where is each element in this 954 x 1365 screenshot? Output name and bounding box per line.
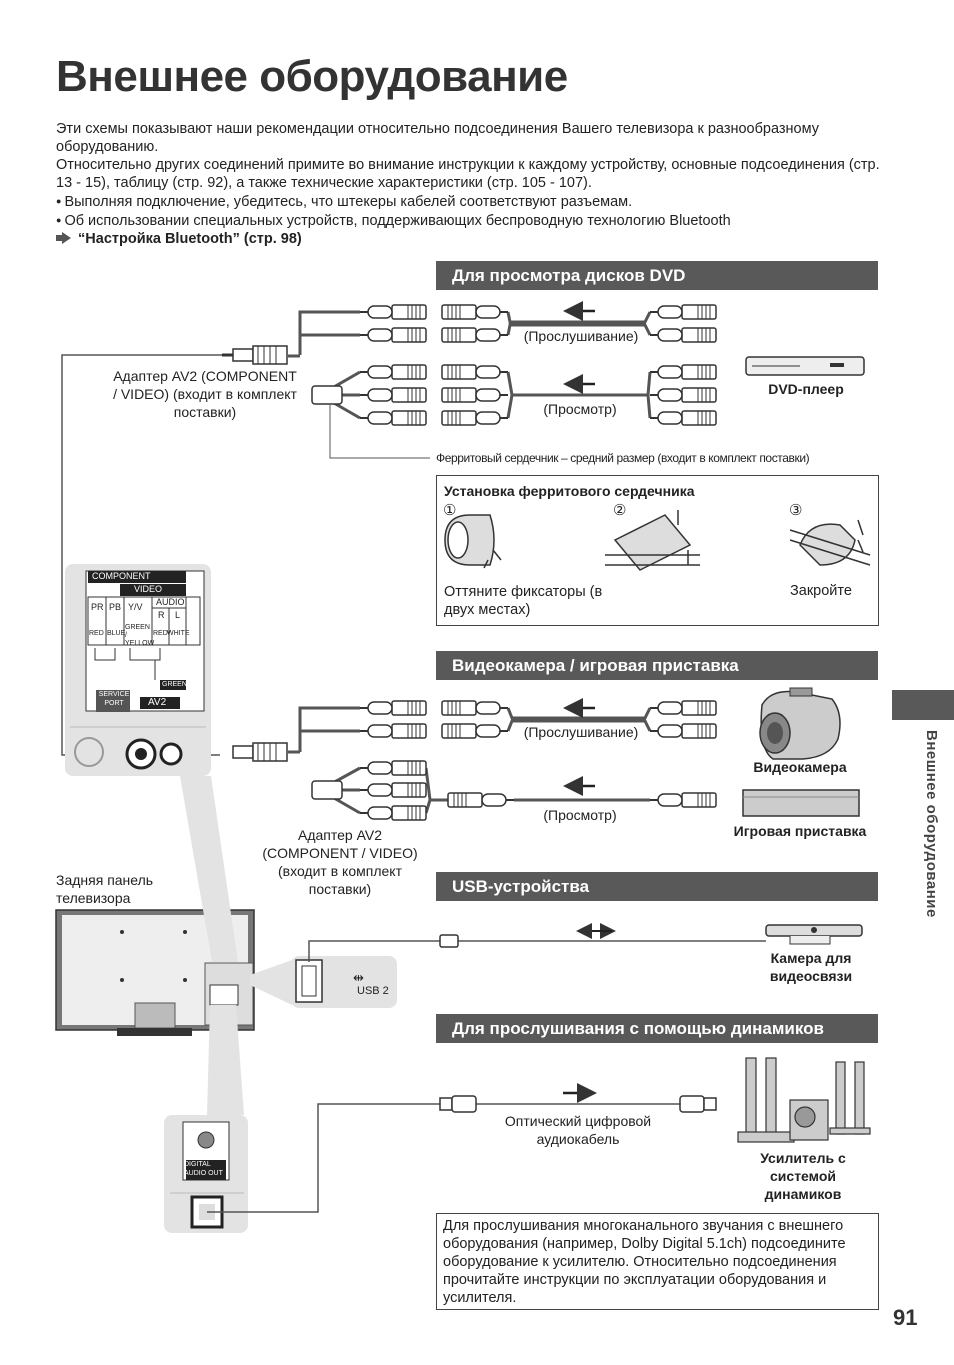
camera-arrows [563,698,595,796]
page-number: 91 [893,1305,918,1330]
optical-plugs [439,1095,717,1113]
panel-blue-label: BLUE [107,630,126,637]
intro-text: Эти схемы показывают наши рекомендации о… [56,120,886,248]
camcorder-label: Видеокамера [753,759,847,775]
dvd-player-label: DVD-плеер [768,381,844,397]
reference-arrow-icon [56,235,62,241]
web-camera-image [765,924,863,945]
ferrite-caption-1: Оттяните фиксаторы (в двух местах) [444,584,603,618]
section-speakers-header: Для прослушивания с помощью динамиков [436,1014,878,1043]
section-usb-header: USB-устройства [436,872,878,901]
digital-audio-out-label: DIGITAL AUDIO OUT [184,1161,223,1177]
dvd-adapter-label: Адаптер AV2 (COMPONENT / VIDEO) (входит … [113,368,297,420]
ferrite-step-2: ② [613,502,627,519]
dvd-listen-label: (Прослушивание) [523,328,639,344]
bluetooth-reference-text: “Настройка Bluetooth” (стр. 98) [78,231,302,247]
digital-audio-panel [164,1115,248,1233]
ferrite-caption-3: Закройте [790,583,852,599]
panel-red2-label: RED [153,630,168,637]
panel-av2-label: AV2 [148,697,167,708]
panel-component-label: COMPONENT [92,571,151,581]
intro-bullet-1-text: Выполняя подключение, убедитесь, что ште… [64,194,633,210]
panel-red-label: RED [89,630,104,637]
dvd-player-image [745,356,865,376]
ferrite-step-3: ③ [789,502,803,519]
panel-yv-label: Y/V [128,602,143,612]
usb2-port-label: USB 2 [357,985,389,997]
intro-bullet-2-text: Об использовании специальных устройств, … [64,213,731,229]
ferrite-install-box: Установка ферритового сердечника ① ② ③ О… [436,475,879,626]
panel-l-label: L [175,610,181,620]
panel-green-yellow-label: GREEN / YELLOW [125,624,155,647]
camera-view-label: (Просмотр) [543,807,617,823]
camcorder-image [759,687,841,760]
reference-arrowhead-icon [62,232,71,244]
usb-panel [291,956,397,1008]
panel-white-label: WHITE [167,630,190,637]
camera-adapter-label: Адаптер AV2 (COMPONENT / VIDEO) (входит … [262,827,418,897]
usb-cable [308,940,766,962]
panel-video-label: VIDEO [134,584,163,594]
camera-listen-label: (Прослушивание) [523,724,639,740]
ferrite-step-1: ① [443,502,457,519]
game-console-image [742,789,860,817]
panel-green-label: GREEN [162,681,187,688]
panel-pr-label: PR [91,602,104,612]
dvd-plugs [222,304,716,426]
page-title: Внешнее оборудование [56,52,568,101]
section-camera-header: Видеокамера / игровая приставка [436,651,878,680]
side-tab-marker [892,690,954,720]
ferrite-step-images [444,510,871,571]
intro-bullet-2: Об использовании специальных устройств, … [56,211,886,230]
section-dvd-header: Для просмотра дисков DVD [436,261,878,290]
usb-symbol-icon: ⇹ [353,970,364,985]
dvd-view-label: (Просмотр) [543,401,617,417]
intro-bullet-1: Выполняя подключение, убедитесь, что ште… [56,192,886,211]
usb-plug [439,934,459,948]
panel-audio-label: AUDIO [156,597,185,607]
panel-pb-label: PB [109,602,122,612]
tv-av-panel [65,564,211,776]
multichannel-note: Для прослушивания многоканального звучан… [436,1213,879,1310]
side-tab-label: Внешнее оборудование [923,730,940,918]
intro-paragraph-2: Относительно других соединений примите в… [56,157,880,191]
panel-service-port-label: SERVICE PORT [98,691,130,707]
optical-cable-label: Оптический цифровой аудиокабель [504,1113,652,1147]
bluetooth-reference: “Настройка Bluetooth” (стр. 98) [56,230,886,248]
ferrite-note: Ферритовый сердечник – средний размер (в… [436,451,810,465]
intro-paragraph-1: Эти схемы показывают наши рекомендации о… [56,121,819,155]
web-camera-label: Камера для видеосвязи [769,950,853,984]
dvd-arrows [563,301,595,394]
ferrite-title: Установка ферритового сердечника [444,483,695,499]
amplifier-label: Усилитель с системой динамиков [760,1150,846,1202]
speaker-system-image [737,1057,871,1143]
zoom-guides [180,776,292,1115]
camera-plugs [232,700,716,820]
optical-cable [207,1103,680,1213]
panel-r-label: R [158,610,165,620]
game-console-label: Игровая приставка [733,823,867,839]
tv-rear-label: Задняя панель телевизора [56,872,154,906]
